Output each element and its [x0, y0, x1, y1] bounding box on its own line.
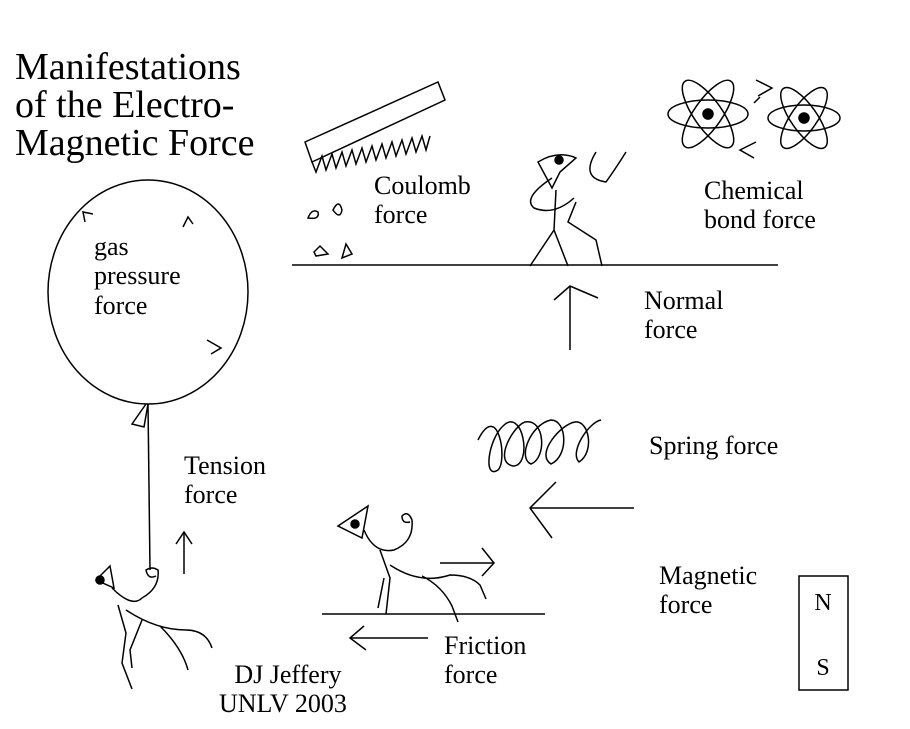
gas-pressure-label: gas pressure force: [94, 232, 181, 320]
normal-force-arrow: [553, 285, 599, 350]
atom-left-icon: [667, 79, 749, 149]
friction-force-label: Friction force: [444, 631, 527, 690]
title-line-2: of the Electro-: [15, 84, 235, 126]
atom-right-icon: [767, 86, 841, 150]
credit-line-2: UNLV 2003: [219, 689, 347, 719]
chemical-bond-label: Chemical bond force: [704, 176, 816, 235]
applied-force-arrow: [440, 547, 495, 577]
spring-force-arrow: [529, 481, 634, 539]
standing-figure: [529, 151, 627, 267]
spring-force-label: Spring force: [649, 431, 779, 460]
sawdust: [306, 203, 354, 260]
bar-magnet: [798, 575, 849, 691]
magnet-north-label: N: [814, 590, 831, 616]
bond-arrows: [738, 79, 774, 159]
title-line-3: Magnetic Force: [15, 122, 255, 164]
tension-force-label: Tension force: [184, 451, 266, 510]
walking-figure: [336, 504, 487, 623]
balloon-figure: [94, 564, 213, 690]
saw-icon: [304, 80, 446, 175]
balloon: [47, 179, 249, 571]
tension-force-arrow: [175, 530, 193, 574]
credit-line-1: DJ Jeffery: [234, 660, 342, 689]
magnetic-force-label: Magnetic force: [659, 561, 758, 620]
diagram-title: Manifestations of the Electro- Magnetic …: [15, 48, 255, 162]
title-line-1: Manifestations: [15, 46, 241, 88]
magnet-south-label: S: [816, 655, 829, 681]
normal-force-label: Normal force: [644, 286, 724, 345]
spring-icon: [477, 419, 602, 473]
coulomb-force-label: Coulomb force: [374, 171, 471, 230]
friction-force-arrow: [348, 625, 428, 651]
author-credit: DJ Jeffery UNLV 2003: [219, 660, 347, 719]
